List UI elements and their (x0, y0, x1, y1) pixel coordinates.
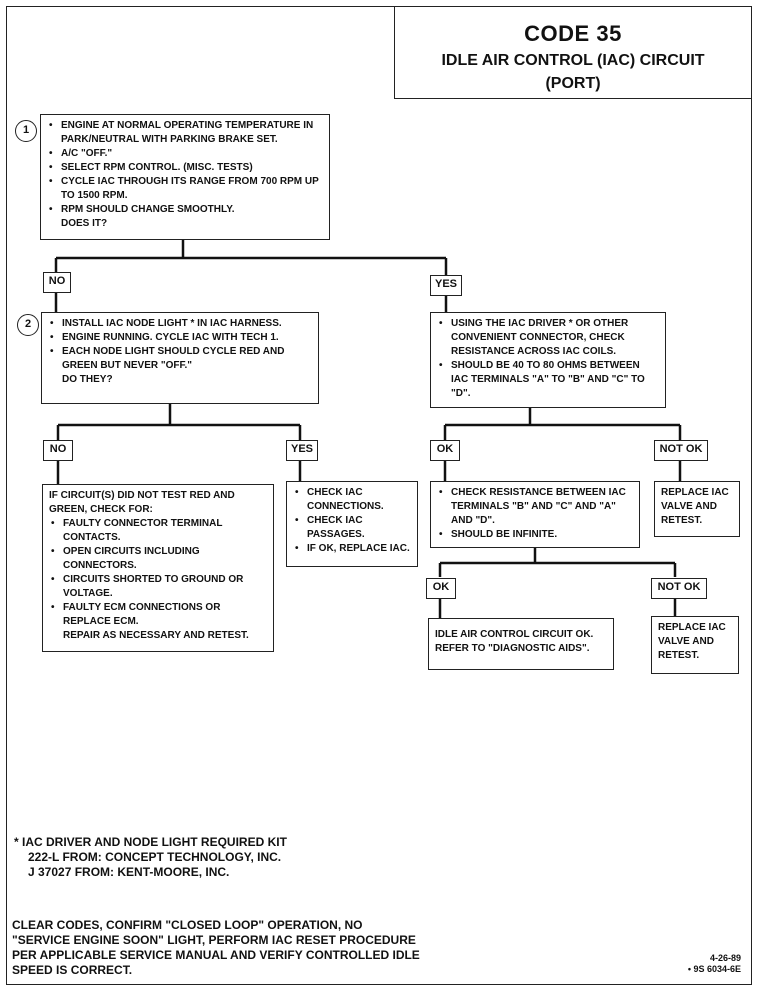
circuit-check-bullet: CIRCUITS SHORTED TO GROUND OR VOLTAGE. (51, 573, 267, 601)
driver-not-ok-label: NOT OK (654, 440, 708, 461)
page-frame (6, 6, 752, 985)
driver-ok-label: OK (430, 440, 460, 461)
title-line-1: IDLE AIR CONTROL (IAC) CIRCUIT (441, 52, 705, 69)
kit-footnote: * IAC DRIVER AND NODE LIGHT REQUIRED KIT… (14, 835, 287, 880)
step-2-bullet: EACH NODE LIGHT SHOULD CYCLE RED AND GRE… (50, 345, 312, 373)
circuit-check-box: IF CIRCUIT(S) DID NOT TEST RED AND GREEN… (42, 484, 274, 652)
circuit-check-bullet: FAULTY CONNECTOR TERMINAL CONTACTS. (51, 517, 267, 545)
circuit-check-bullet: OPEN CIRCUITS INCLUDING CONNECTORS. (51, 545, 267, 573)
circuit-check-bullet: FAULTY ECM CONNECTIONS OR REPLACE ECM. (51, 601, 267, 629)
step-1-marker: 1 (15, 120, 37, 142)
check-iac-bullet: IF OK, REPLACE IAC. (295, 542, 411, 556)
resistance-not-ok-label: NOT OK (651, 578, 707, 599)
footnote-line-2: 222-L FROM: CONCEPT TECHNOLOGY, INC. (28, 850, 282, 864)
step-2-yes-label: YES (286, 440, 318, 461)
step-1-bullet: A/C "OFF." (49, 147, 323, 161)
step-2-marker: 2 (17, 314, 39, 336)
step-2-bullet: INSTALL IAC NODE LIGHT * IN IAC HARNESS. (50, 317, 312, 331)
check-iac-bullet: CHECK IAC CONNECTIONS. (295, 486, 411, 514)
document-reference: 4-26-89 • 9S 6034-6E (688, 953, 741, 975)
iac-driver-check-box: USING THE IAC DRIVER * OR OTHER CONVENIE… (430, 312, 666, 408)
step-1-box: ENGINE AT NORMAL OPERATING TEMPERATURE I… (40, 114, 330, 240)
step-1-bullet: SELECT RPM CONTROL. (MISC. TESTS) (49, 161, 323, 175)
replace-iac-box-2: REPLACE IAC VALVE AND RETEST. (651, 616, 739, 674)
step-2-question: DO THEY? (62, 374, 113, 385)
resistance-check-bullet: CHECK RESISTANCE BETWEEN IAC TERMINALS "… (439, 486, 633, 528)
resistance-ok-label: OK (426, 578, 456, 599)
step-1-question: DOES IT? (61, 218, 108, 229)
step-1-bullet: ENGINE AT NORMAL OPERATING TEMPERATURE I… (49, 119, 323, 147)
footnote-line-1: * IAC DRIVER AND NODE LIGHT REQUIRED KIT (14, 835, 287, 849)
circuit-check-intro: IF CIRCUIT(S) DID NOT TEST RED AND GREEN… (49, 490, 235, 515)
title-line-2: (PORT) (545, 75, 601, 92)
step-1-no-label: NO (43, 272, 71, 293)
resistance-check-bullet: SHOULD BE INFINITE. (439, 528, 633, 542)
clear-codes-line-1: CLEAR CODES, CONFIRM "CLOSED LOOP" OPERA… (12, 918, 363, 932)
circuit-check-closing: REPAIR AS NECESSARY AND RETEST. (63, 630, 249, 641)
step-2-box: INSTALL IAC NODE LIGHT * IN IAC HARNESS.… (41, 312, 319, 404)
step-1-bullet: RPM SHOULD CHANGE SMOOTHLY. (49, 203, 323, 217)
check-iac-bullet: CHECK IAC PASSAGES. (295, 514, 411, 542)
title-block: CODE 35 IDLE AIR CONTROL (IAC) CIRCUIT (… (394, 6, 752, 99)
document-number: • 9S 6034-6E (687, 964, 741, 974)
step-1-yes-label: YES (430, 275, 462, 296)
clear-codes-line-3: PER APPLICABLE SERVICE MANUAL AND VERIFY… (12, 948, 420, 962)
footnote-line-3: J 37027 FROM: KENT-MOORE, INC. (28, 865, 230, 879)
check-iac-box: CHECK IAC CONNECTIONS. CHECK IAC PASSAGE… (286, 481, 418, 567)
driver-check-bullet: USING THE IAC DRIVER * OR OTHER CONVENIE… (439, 317, 659, 359)
driver-check-bullet: SHOULD BE 40 TO 80 OHMS BETWEEN IAC TERM… (439, 359, 659, 401)
step-1-bullet: CYCLE IAC THROUGH ITS RANGE FROM 700 RPM… (49, 175, 323, 203)
circuit-ok-box: IDLE AIR CONTROL CIRCUIT OK. REFER TO "D… (428, 618, 614, 670)
step-2-no-label: NO (43, 440, 73, 461)
clear-codes-note: CLEAR CODES, CONFIRM "CLOSED LOOP" OPERA… (12, 918, 420, 978)
replace-iac-box-1: REPLACE IAC VALVE AND RETEST. (654, 481, 740, 537)
clear-codes-line-2: "SERVICE ENGINE SOON" LIGHT, PERFORM IAC… (12, 933, 416, 947)
step-2-bullet: ENGINE RUNNING. CYCLE IAC WITH TECH 1. (50, 331, 312, 345)
clear-codes-line-4: SPEED IS CORRECT. (12, 963, 133, 977)
code-number: CODE 35 (524, 21, 622, 46)
resistance-check-box: CHECK RESISTANCE BETWEEN IAC TERMINALS "… (430, 481, 640, 548)
document-date: 4-26-89 (709, 953, 741, 963)
